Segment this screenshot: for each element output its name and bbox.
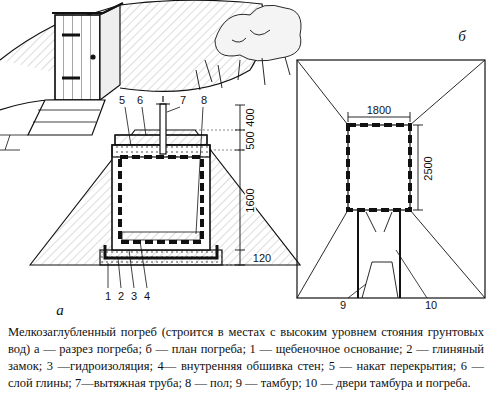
view-letter: б [457, 29, 467, 44]
dimension: 400 [244, 107, 255, 127]
callout-number: 2 [117, 291, 125, 302]
callout-number: 1 [104, 291, 112, 302]
callout-number: 4 [143, 291, 151, 302]
plan-view [297, 60, 485, 298]
callout-number: 3 [130, 291, 138, 302]
callout-number: 9 [339, 300, 347, 311]
dimension: 2500 [422, 155, 433, 181]
callout-number: 7 [179, 95, 187, 106]
section-view [30, 96, 300, 288]
callout-number: 10 [424, 300, 438, 311]
dimension: 1600 [244, 187, 255, 213]
dimension: 500 [244, 130, 255, 150]
dimension: 1800 [366, 105, 392, 116]
view-letter: а [55, 303, 65, 318]
callout-number: 6 [136, 95, 144, 106]
callout-number: 8 [200, 95, 208, 106]
perspective-view [0, 0, 301, 150]
callout-number: 5 [118, 95, 126, 106]
dimension: 120 [252, 253, 272, 264]
figure-caption: Мелкозаглубленный погреб (строится в мес… [8, 324, 484, 392]
